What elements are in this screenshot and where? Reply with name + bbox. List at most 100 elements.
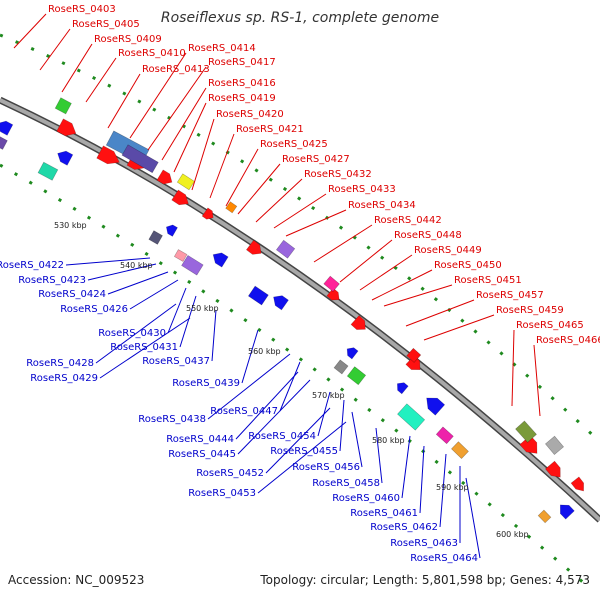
- genome-summary-text: Topology: circular; Length: 5,801,598 bp…: [260, 573, 590, 587]
- forward-leader-line: [371, 269, 433, 301]
- gene-box[interactable]: [54, 97, 72, 115]
- reverse-gene-label[interactable]: RoseRS_0447: [210, 406, 278, 417]
- gene-box[interactable]: [435, 426, 454, 445]
- forward-gene-label[interactable]: RoseRS_0409: [94, 34, 162, 45]
- reverse-gene-label[interactable]: RoseRS_0428: [26, 358, 94, 369]
- gene-box[interactable]: [544, 435, 565, 456]
- forward-gene-label[interactable]: RoseRS_0414: [188, 43, 256, 54]
- gene-arrow[interactable]: [422, 393, 446, 416]
- forward-gene-label[interactable]: RoseRS_0419: [208, 93, 276, 104]
- gene-arrow[interactable]: [570, 476, 587, 494]
- reverse-gene-label[interactable]: RoseRS_0445: [168, 449, 236, 460]
- forward-leader-line: [285, 209, 347, 237]
- forward-gene-label[interactable]: RoseRS_0413: [142, 64, 210, 75]
- accession-text: Accession: NC_009523: [8, 573, 145, 587]
- gene-box[interactable]: [397, 403, 426, 431]
- reverse-gene-label[interactable]: RoseRS_0460: [332, 493, 400, 504]
- reverse-gene-label[interactable]: RoseRS_0437: [142, 356, 210, 367]
- gene-arrow[interactable]: [519, 434, 542, 458]
- reverse-gene-label[interactable]: RoseRS_0452: [196, 468, 264, 479]
- reverse-gene-label[interactable]: RoseRS_0444: [166, 434, 234, 445]
- reverse-gene-label[interactable]: RoseRS_0453: [188, 488, 256, 499]
- reverse-gene-label[interactable]: RoseRS_0455: [270, 446, 338, 457]
- gene-arrow[interactable]: [96, 145, 123, 169]
- gene-arrow[interactable]: [556, 501, 575, 520]
- reverse-gene-label[interactable]: RoseRS_0426: [60, 304, 128, 315]
- reverse-gene-label[interactable]: RoseRS_0438: [138, 414, 206, 425]
- gene-box[interactable]: [173, 249, 188, 262]
- forward-gene-label[interactable]: RoseRS_0417: [208, 57, 276, 68]
- reverse-gene-label[interactable]: RoseRS_0431: [110, 342, 178, 353]
- forward-gene-label[interactable]: RoseRS_0433: [328, 184, 396, 195]
- forward-gene-label[interactable]: RoseRS_0442: [374, 215, 442, 226]
- gene-arrow[interactable]: [394, 380, 409, 395]
- gene-arrow[interactable]: [55, 148, 74, 166]
- gene-box[interactable]: [275, 239, 296, 259]
- forward-gene-label[interactable]: RoseRS_0405: [72, 19, 140, 30]
- gene-box[interactable]: [247, 285, 269, 306]
- gene-arrow[interactable]: [0, 118, 14, 136]
- reverse-gene-label[interactable]: RoseRS_0463: [390, 538, 458, 549]
- forward-gene-label[interactable]: RoseRS_0420: [216, 109, 284, 120]
- gene-arrow[interactable]: [210, 249, 229, 268]
- gene-box[interactable]: [333, 359, 349, 375]
- forward-gene-label[interactable]: RoseRS_0410: [118, 48, 186, 59]
- gene-arrow[interactable]: [156, 169, 175, 187]
- reverse-gene-label[interactable]: RoseRS_0422: [0, 260, 64, 271]
- forward-gene-label[interactable]: RoseRS_0434: [348, 200, 416, 211]
- forward-gene-label[interactable]: RoseRS_0421: [236, 124, 304, 135]
- genome-backbone-highlight: [0, 98, 600, 522]
- reverse-gene-label[interactable]: RoseRS_0423: [18, 275, 86, 286]
- reverse-gene-label[interactable]: RoseRS_0430: [98, 328, 166, 339]
- gene-box[interactable]: [0, 135, 8, 150]
- gene-arrow[interactable]: [171, 189, 192, 209]
- reverse-gene-label[interactable]: RoseRS_0454: [248, 431, 316, 442]
- gene-box[interactable]: [176, 173, 195, 191]
- gene-box[interactable]: [323, 275, 340, 292]
- gene-arrow[interactable]: [56, 118, 79, 140]
- gene-arrow[interactable]: [544, 460, 564, 481]
- reverse-leader-line: [465, 477, 481, 559]
- forward-gene-label[interactable]: RoseRS_0457: [476, 290, 544, 301]
- gene-arrow[interactable]: [350, 315, 369, 334]
- gene-box[interactable]: [37, 161, 59, 181]
- forward-gene-label[interactable]: RoseRS_0425: [260, 139, 328, 150]
- reverse-gene-label[interactable]: RoseRS_0462: [370, 522, 438, 533]
- reverse-gene-label[interactable]: RoseRS_0461: [350, 508, 418, 519]
- scale-tick-label: 560 kbp: [248, 347, 281, 356]
- gene-arrow[interactable]: [201, 207, 216, 222]
- gene-box[interactable]: [121, 144, 159, 174]
- gene-arrow[interactable]: [164, 223, 178, 237]
- reverse-gene-label[interactable]: RoseRS_0456: [292, 462, 360, 473]
- reverse-leader-line: [237, 379, 311, 455]
- forward-gene-label[interactable]: RoseRS_0450: [434, 260, 502, 271]
- forward-gene-label[interactable]: RoseRS_0459: [496, 305, 564, 316]
- gene-box[interactable]: [451, 441, 469, 460]
- gene-box[interactable]: [181, 254, 204, 276]
- forward-gene-label[interactable]: RoseRS_0416: [208, 78, 276, 89]
- gene-arrow[interactable]: [270, 292, 289, 311]
- forward-gene-label[interactable]: RoseRS_0465: [516, 320, 584, 331]
- reverse-gene-label[interactable]: RoseRS_0458: [312, 478, 380, 489]
- reverse-gene-label[interactable]: RoseRS_0464: [410, 553, 478, 564]
- gene-arrow[interactable]: [326, 287, 343, 303]
- reverse-leader-line: [87, 263, 157, 281]
- forward-gene-label[interactable]: RoseRS_0448: [394, 230, 462, 241]
- gene-box[interactable]: [225, 201, 238, 214]
- gene-arrow[interactable]: [344, 345, 359, 360]
- forward-gene-label[interactable]: RoseRS_0432: [304, 169, 372, 180]
- reverse-gene-label[interactable]: RoseRS_0424: [38, 289, 106, 300]
- reverse-gene-label[interactable]: RoseRS_0429: [30, 373, 98, 384]
- forward-gene-label[interactable]: RoseRS_0403: [48, 4, 116, 15]
- gene-box[interactable]: [515, 420, 537, 443]
- gene-arrow[interactable]: [245, 239, 264, 258]
- gene-box[interactable]: [406, 347, 422, 363]
- gene-box[interactable]: [346, 366, 367, 386]
- forward-gene-label[interactable]: RoseRS_0466: [536, 335, 600, 346]
- reverse-gene-label[interactable]: RoseRS_0439: [172, 378, 240, 389]
- forward-gene-label[interactable]: RoseRS_0451: [454, 275, 522, 286]
- forward-gene-label[interactable]: RoseRS_0449: [414, 245, 482, 256]
- gene-box[interactable]: [148, 230, 163, 245]
- gene-box[interactable]: [537, 509, 552, 524]
- forward-gene-label[interactable]: RoseRS_0427: [282, 154, 350, 165]
